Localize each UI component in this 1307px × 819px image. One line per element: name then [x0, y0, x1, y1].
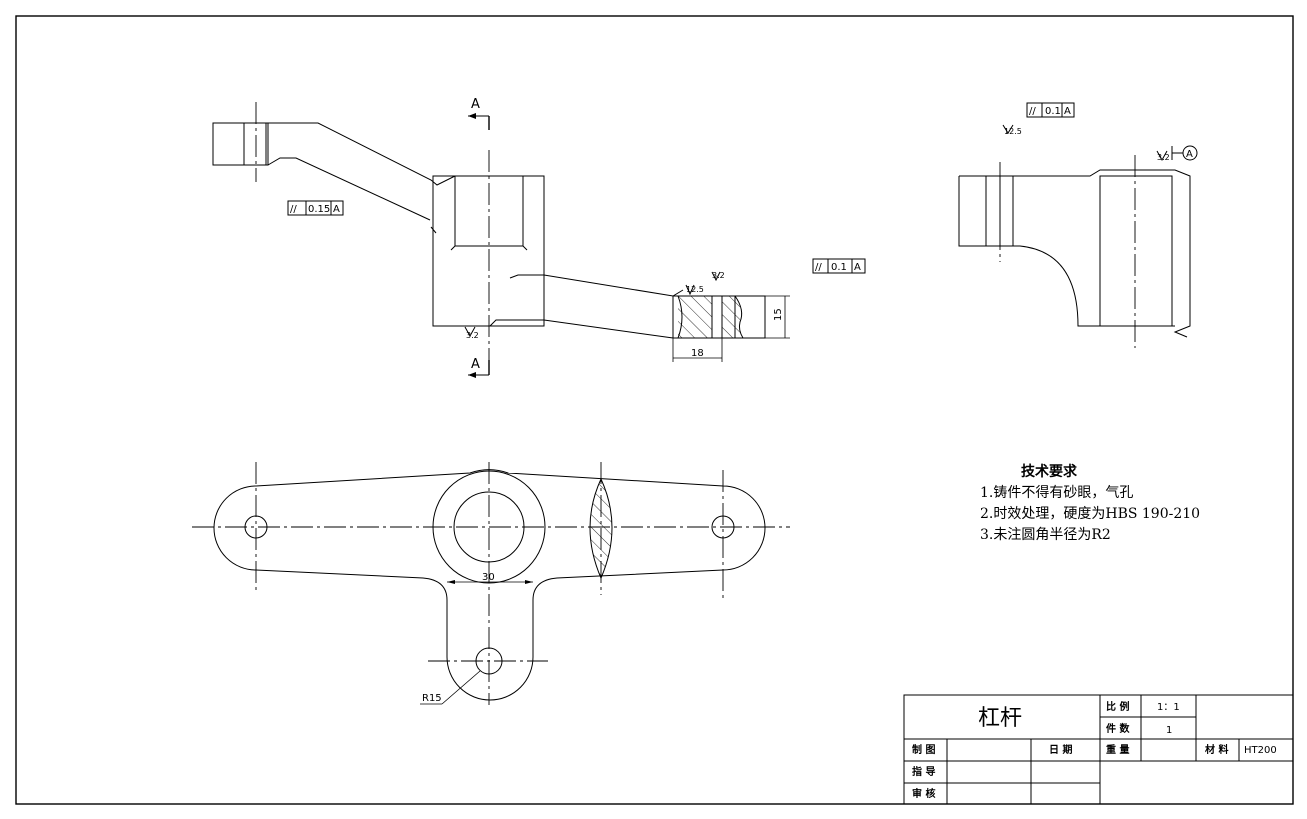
guide-label: 指 导: [912, 765, 935, 778]
scale-value: 1：1: [1157, 702, 1180, 713]
quantity-label: 件 数: [1106, 722, 1130, 735]
svg-text://: //: [290, 204, 297, 215]
section-label-bottom: A: [471, 357, 480, 372]
tolerance-frame-side: // 0.1 A: [1026, 102, 1075, 118]
svg-text:12.5: 12.5: [1004, 127, 1022, 136]
material-label: 材 料: [1205, 743, 1228, 756]
svg-text:0.1: 0.1: [1045, 106, 1061, 117]
dimension-r15: R15: [422, 693, 442, 704]
roughness-mark-4: 12.5: [1002, 124, 1022, 136]
svg-text:A: A: [1064, 106, 1071, 117]
technical-requirements: 技术要求 1.铸件不得有砂眼，气孔 2.时效处理，硬度为HBS 190-210 …: [980, 463, 1200, 543]
tech-heading: 技术要求: [1021, 463, 1078, 480]
roughness-mark-2: 12.5: [685, 284, 704, 296]
svg-text:0.15: 0.15: [308, 204, 330, 215]
svg-text:A: A: [1186, 149, 1193, 160]
tech-item-2: 2.时效处理，硬度为HBS 190-210: [980, 506, 1200, 522]
front-left-boss: [212, 122, 269, 166]
tolerance-frame-front-left: // 0.15 A: [287, 200, 344, 216]
quantity-value: 1: [1166, 725, 1172, 736]
tolerance-frame-front-right: // 0.1 A: [812, 258, 866, 274]
svg-text:3.2: 3.2: [1157, 153, 1170, 162]
side-view: // 0.1 A 12.5 3.2 A: [958, 102, 1198, 348]
roughness-mark-1: 3.2: [464, 326, 479, 340]
svg-text:A: A: [854, 262, 861, 273]
roughness-mark-5: 3.2: [1156, 150, 1170, 162]
front-main-hub: [432, 175, 545, 327]
title-block: 杠杆 比 例 1：1 件 数 1 制 图 日 期 重 量 材 料 HT200 指…: [903, 694, 1294, 805]
svg-text:0.1: 0.1: [831, 262, 847, 273]
datum-marker: A: [1171, 145, 1198, 161]
tech-item-3: 3.未注圆角半径为R2: [980, 527, 1111, 543]
part-name: 杠杆: [978, 706, 1022, 731]
sheet-border: [15, 15, 1294, 805]
svg-text:3.2: 3.2: [466, 331, 479, 340]
dimension-30: 30: [482, 572, 495, 583]
review-label: 审 核: [912, 787, 935, 800]
material-value: HT200: [1244, 745, 1277, 756]
date-label: 日 期: [1049, 743, 1072, 756]
svg-text://: //: [1029, 106, 1036, 117]
roughness-mark-3: 3.2: [711, 271, 725, 282]
front-view: 15 18 A A 3.2 12.5 3.2: [212, 97, 866, 378]
top-view: 30 R15: [192, 462, 790, 705]
svg-text://: //: [815, 262, 822, 273]
tech-item-1: 1.铸件不得有砂眼，气孔: [980, 484, 1133, 501]
dimension-15: 15: [773, 308, 784, 321]
dimension-18: 18: [691, 348, 704, 359]
svg-text:A: A: [333, 204, 340, 215]
svg-text:12.5: 12.5: [686, 285, 704, 294]
scale-label: 比 例: [1106, 700, 1129, 713]
section-label-top: A: [471, 97, 480, 112]
drawn-by-label: 制 图: [912, 743, 935, 756]
svg-text:3.2: 3.2: [712, 271, 725, 280]
weight-label: 重 量: [1106, 743, 1129, 756]
